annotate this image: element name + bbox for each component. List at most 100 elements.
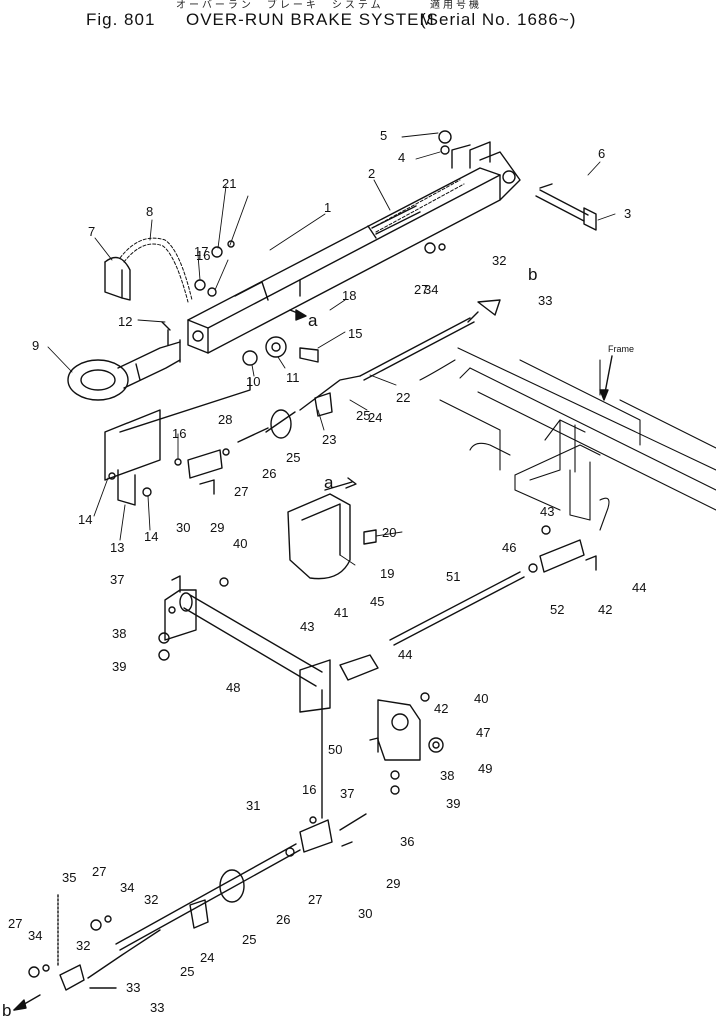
callout-3: 3 [624, 206, 631, 221]
callout-14: 14 [144, 529, 158, 544]
callout-25: 25 [180, 964, 194, 979]
callout-8: 8 [146, 204, 153, 219]
callout-20: 20 [382, 525, 396, 540]
callout-29: 29 [386, 876, 400, 891]
callout-6: 6 [598, 146, 605, 161]
callout-50: 50 [328, 742, 342, 757]
callout-33: 33 [126, 980, 140, 995]
callout-16: 16 [172, 426, 186, 441]
drawbar-hardware [161, 130, 452, 366]
callout-30: 30 [176, 520, 190, 535]
callout-27: 27 [92, 864, 106, 879]
view-b-marker-upper: b [528, 265, 537, 284]
vertical-link [299, 689, 367, 853]
callout-38: 38 [440, 768, 454, 783]
callout-52: 52 [550, 602, 564, 617]
cross-shaft [158, 575, 444, 795]
callout-44: 44 [632, 580, 646, 595]
callout-7: 7 [88, 224, 95, 239]
callout-37: 37 [340, 786, 354, 801]
callout-34: 34 [424, 282, 438, 297]
callout-42: 42 [598, 602, 612, 617]
callout-34: 34 [120, 880, 134, 895]
callout-51: 51 [446, 569, 460, 584]
callout-33: 33 [150, 1000, 164, 1015]
callout-25: 25 [242, 932, 256, 947]
callout-31: 31 [246, 798, 260, 813]
callout-21: 21 [222, 176, 236, 191]
frame-arrow [599, 389, 609, 401]
view-b-marker-lower: b [2, 1001, 11, 1020]
vehicle-frame [419, 347, 716, 531]
tow-pin-bolt [535, 183, 597, 231]
callout-24: 24 [200, 950, 214, 965]
callout-37: 37 [110, 572, 124, 587]
callout-23: 23 [322, 432, 336, 447]
callout-19: 19 [380, 566, 394, 581]
callout-39: 39 [446, 796, 460, 811]
callout-15: 15 [348, 326, 362, 341]
callout-25: 25 [286, 450, 300, 465]
callout-25: 25 [356, 408, 370, 423]
callout-5: 5 [380, 128, 387, 143]
callout-41: 41 [334, 605, 348, 620]
callout-32: 32 [492, 253, 506, 268]
callout-43: 43 [300, 619, 314, 634]
callout-44: 44 [398, 647, 412, 662]
callout-24: 24 [368, 410, 382, 425]
figure-number: Fig. 801 [86, 10, 156, 29]
callout-39: 39 [112, 659, 126, 674]
callout-2: 2 [368, 166, 375, 181]
callout-4: 4 [398, 150, 405, 165]
callout-49: 49 [478, 761, 492, 776]
callout-10: 10 [246, 374, 260, 389]
japanese-applicable-label: 適用号機 [430, 0, 482, 11]
callout-17: 17 [194, 244, 208, 259]
view-a-marker-detail: a [324, 473, 334, 492]
callout-38: 38 [112, 626, 126, 641]
callout-33: 33 [538, 293, 552, 308]
view-a-marker-upper: a [308, 311, 318, 330]
callout-9: 9 [32, 338, 39, 353]
callout-29: 29 [210, 520, 224, 535]
upper-bracket [104, 409, 230, 506]
callout-36: 36 [400, 834, 414, 849]
callout-leaders [47, 132, 616, 566]
callout-27: 27 [414, 282, 428, 297]
callout-32: 32 [76, 938, 90, 953]
chain-hook [104, 256, 131, 301]
lunette-eye [67, 329, 181, 401]
callout-40: 40 [233, 536, 247, 551]
callout-27: 27 [234, 484, 248, 499]
frame-label: Frame [599, 344, 634, 401]
callout-1: 1 [324, 200, 331, 215]
callout-16: 16 [196, 248, 210, 263]
callout-26: 26 [276, 912, 290, 927]
callout-47: 47 [476, 725, 490, 740]
callout-26: 26 [262, 466, 276, 481]
callout-35: 35 [62, 870, 76, 885]
callout-30: 30 [358, 906, 372, 921]
callout-32: 32 [144, 892, 158, 907]
view-markers: a a b b [2, 265, 537, 1020]
callout-11: 11 [286, 370, 300, 385]
callout-16: 16 [302, 782, 316, 797]
detail-view-a-bracket [287, 477, 377, 580]
callout-18: 18 [342, 288, 356, 303]
serial-range: (Serial No. 1686~) [420, 10, 577, 29]
callout-12: 12 [118, 314, 132, 329]
callout-48: 48 [226, 680, 240, 695]
callout-14: 14 [78, 512, 92, 527]
callout-27: 27 [308, 892, 322, 907]
brake-rod [389, 525, 597, 646]
figure-header: オーバーラン ブレーキ システム 適用号機 Fig. 801 OVER-RUN … [0, 0, 716, 42]
drawbar [187, 141, 521, 354]
callout-28: 28 [218, 412, 232, 427]
callout-22: 22 [396, 390, 410, 405]
japanese-title: オーバーラン ブレーキ システム [176, 0, 384, 11]
callout-45: 45 [370, 594, 384, 609]
figure-title: OVER-RUN BRAKE SYSTEM [186, 10, 435, 29]
callout-34: 34 [28, 928, 42, 943]
